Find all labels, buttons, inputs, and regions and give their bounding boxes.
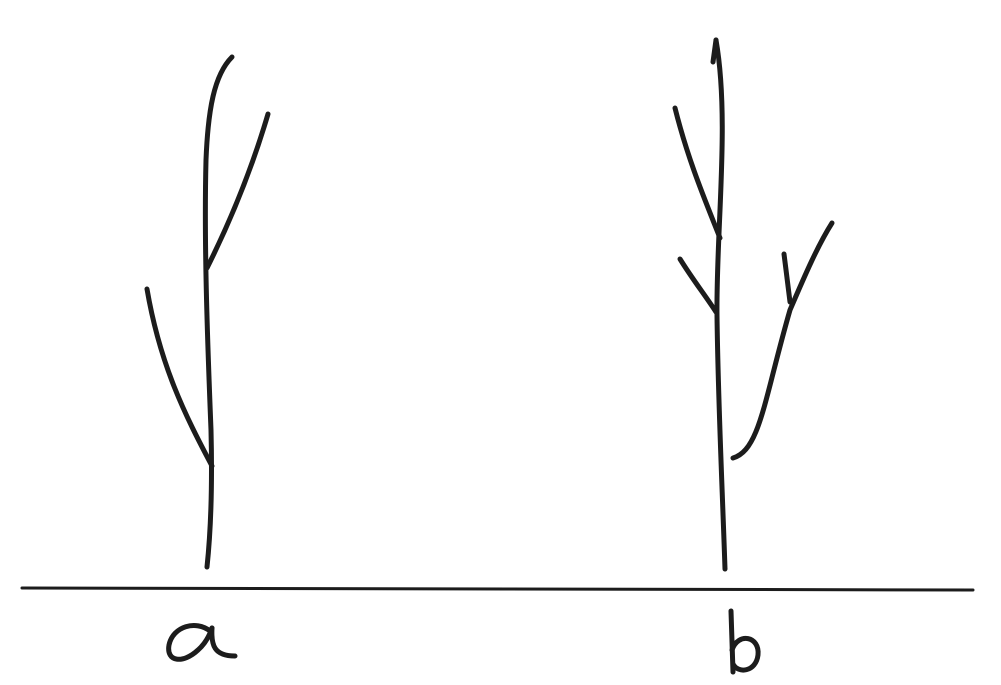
plant-a-lower-branch <box>144 286 215 469</box>
label-a-bowl <box>166 623 215 662</box>
label-a-tail <box>209 625 238 659</box>
ground-line <box>20 586 975 592</box>
plant-a <box>144 54 271 570</box>
plant-b-right-branch <box>730 220 835 461</box>
label-a <box>166 623 238 662</box>
plant-b-stem <box>713 37 728 572</box>
label-b <box>728 608 761 675</box>
plant-b-lower-left-branch <box>677 256 719 315</box>
plant-b-right-twig <box>781 251 793 305</box>
plant-b <box>672 37 835 572</box>
plant-a-stem <box>202 54 235 570</box>
plant-a-upper-branch <box>204 111 271 271</box>
plant-b-upper-left-branch <box>672 105 723 241</box>
plant-b-tip-hook <box>710 37 719 65</box>
label-b-bowl <box>729 636 761 673</box>
